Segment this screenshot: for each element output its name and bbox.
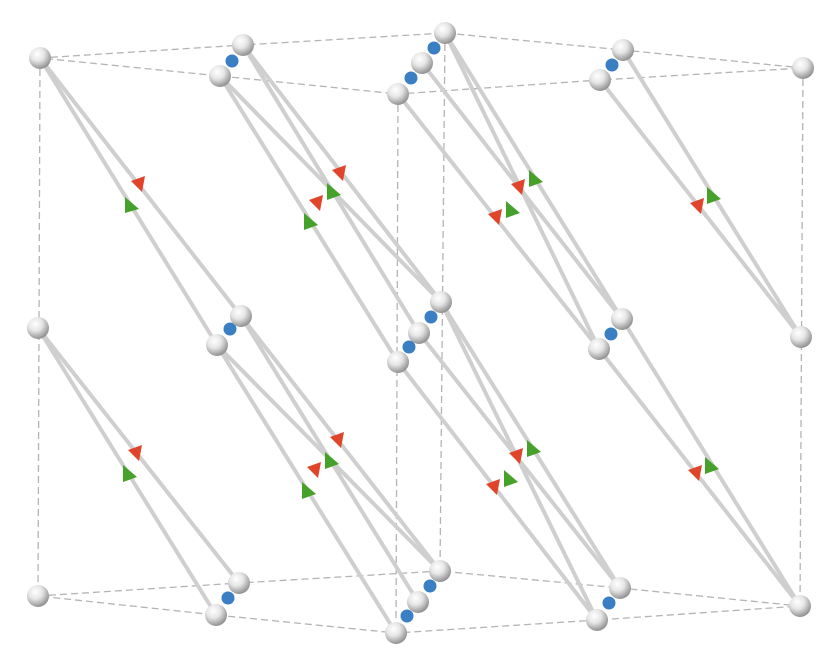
white-atom — [407, 591, 429, 613]
white-atom — [29, 47, 51, 69]
red-arrow-marker — [330, 432, 344, 448]
white-atom — [611, 308, 633, 330]
red-arrow-marker — [332, 165, 346, 181]
green-arrow-marker — [123, 465, 137, 482]
green-arrow-marker — [506, 201, 520, 218]
white-atom — [230, 305, 252, 327]
white-atom — [789, 595, 811, 617]
white-atom — [790, 326, 812, 348]
blue-atom — [400, 609, 414, 623]
white-atom — [411, 52, 433, 74]
blue-atom — [223, 322, 237, 336]
white-atom — [434, 22, 456, 44]
white-atom — [206, 334, 228, 356]
white-atom — [205, 604, 227, 626]
white-atom — [792, 57, 814, 79]
red-arrow-marker — [131, 176, 145, 192]
white-atom — [387, 83, 409, 105]
green-arrow-marker — [504, 470, 518, 487]
green-arrow-marker — [304, 213, 318, 230]
green-arrow-marker — [529, 170, 543, 187]
white-atom — [588, 338, 610, 360]
white-atom — [430, 291, 452, 313]
white-atom — [209, 65, 231, 87]
white-atom — [387, 351, 409, 373]
green-arrow-marker — [327, 183, 341, 200]
white-atom — [385, 622, 407, 644]
green-arrow-marker — [302, 482, 316, 499]
red-arrow-marker — [688, 465, 702, 481]
green-arrow-marker — [125, 197, 139, 213]
blue-atom — [605, 58, 619, 72]
green-arrow-marker — [527, 440, 541, 457]
blue-atom — [225, 54, 239, 68]
white-atom — [228, 572, 250, 594]
blue-atom — [424, 310, 438, 324]
red-arrow-marker — [488, 209, 502, 225]
red-arrow-marker — [307, 462, 321, 478]
white-atom — [609, 577, 631, 599]
blue-atom — [221, 591, 235, 605]
blue-atom — [602, 596, 616, 610]
blue-atom — [402, 340, 416, 354]
green-arrow-marker — [707, 187, 721, 204]
red-arrow-marker — [486, 479, 500, 495]
blue-atom — [427, 41, 441, 55]
red-arrow-marker — [511, 179, 525, 195]
blue-dots — [221, 41, 619, 623]
white-atom — [408, 322, 430, 344]
white-atom — [589, 69, 611, 91]
white-atom — [27, 317, 49, 339]
red-arrow-marker — [128, 445, 142, 461]
white-atom — [612, 39, 634, 61]
arrow-markers — [123, 165, 721, 499]
white-atom — [232, 34, 254, 56]
white-atom — [429, 560, 451, 582]
blue-atom — [404, 71, 418, 85]
blue-atom — [423, 579, 437, 593]
blue-atom — [604, 327, 618, 341]
red-arrow-marker — [509, 448, 523, 464]
red-arrow-marker — [309, 195, 323, 211]
white-atom — [27, 585, 49, 607]
green-arrow-marker — [325, 452, 339, 469]
white-atom — [586, 609, 608, 631]
red-arrow-marker — [690, 198, 704, 214]
green-arrow-marker — [705, 457, 719, 474]
white-spheres — [27, 22, 814, 644]
